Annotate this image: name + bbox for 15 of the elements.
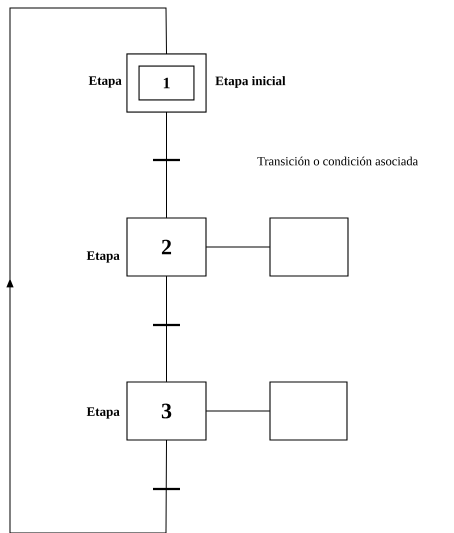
link-line	[206, 246, 270, 248]
loop-arrow	[6, 8, 167, 533]
step-label: Etapa	[86, 407, 120, 419]
transition-label: Transición o condición asociada	[257, 156, 418, 166]
initial-step-box: 1	[126, 53, 207, 113]
action-box	[269, 217, 349, 277]
step-label: Etapa	[88, 76, 122, 88]
flow-line	[166, 276, 167, 382]
step-label: Etapa	[86, 251, 120, 263]
link-line	[206, 410, 270, 412]
step-box: 2	[126, 217, 207, 277]
action-box	[269, 381, 348, 441]
step-box: 3	[126, 381, 207, 441]
flow-line	[166, 112, 167, 218]
step-label: Etapa inicial	[215, 76, 286, 88]
